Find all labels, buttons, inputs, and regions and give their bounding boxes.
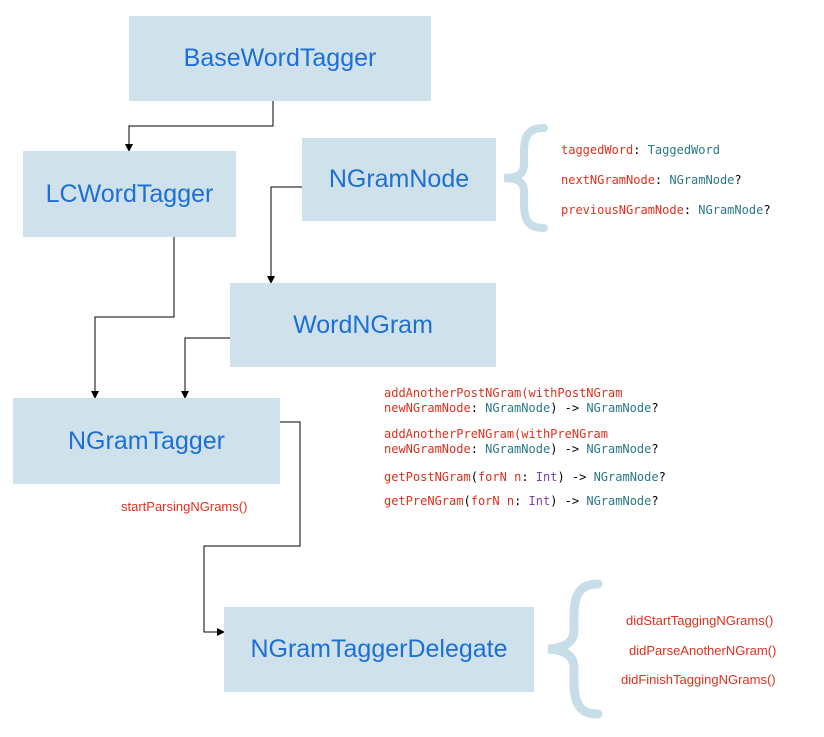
- delegate-method-did-parse: didParseAnotherNGram(): [629, 643, 777, 658]
- prop-next-ngram-node: nextNGramNode: NGramNode?: [561, 173, 742, 188]
- method-param: newNGramNode: [384, 442, 471, 456]
- method-return-type: NGramNode: [586, 401, 652, 415]
- prop-sep: :: [683, 203, 699, 217]
- method-label: forN: [477, 470, 507, 484]
- ngram-tagger-box: NGramTagger: [13, 398, 280, 484]
- arrow-base-to-lc: [125, 101, 274, 152]
- word-ngram-label: WordNGram: [293, 310, 433, 339]
- ngram-node-box: NGramNode: [302, 138, 496, 221]
- ngram-node-brace-icon: [503, 124, 548, 232]
- prop-suffix: ?: [734, 173, 742, 187]
- ngram-node-label: NGramNode: [328, 165, 470, 193]
- method-param-type: NGramNode: [485, 442, 551, 456]
- prop-type: NGramNode: [669, 173, 735, 187]
- delegate-method-did-start: didStartTaggingNGrams(): [626, 613, 774, 628]
- prop-type: TaggedWord: [647, 143, 720, 157]
- ngram-tagger-label: NGramTagger: [68, 426, 225, 455]
- prop-tagged-word: taggedWord: TaggedWord: [561, 143, 720, 158]
- method-param: n: [514, 470, 522, 484]
- method-signature: addAnotherPreNGram(withPreNGram: [384, 427, 608, 441]
- prop-type: NGramNode: [698, 203, 764, 217]
- delegate-method-did-finish: didFinishTaggingNGrams(): [621, 672, 776, 687]
- method-name: getPostNGram: [384, 470, 471, 484]
- arrow-ngramnode-to-wordngram: [267, 186, 302, 284]
- base-word-tagger-label: BaseWordTagger: [183, 44, 377, 72]
- method-label: forN: [470, 494, 500, 508]
- prop-name: nextNGramNode: [561, 173, 655, 187]
- method-add-another-post-ngram: addAnotherPostNGram(withPostNGram newNGr…: [384, 386, 659, 415]
- method-param-type: NGramNode: [485, 401, 551, 415]
- method-return-type: NGramNode: [593, 470, 659, 484]
- lc-word-tagger-box: LCWordTagger: [23, 151, 236, 237]
- method-get-post-ngram: getPostNGram(forN n: Int) -> NGramNode?: [384, 470, 666, 484]
- ngram-tagger-delegate-box: NGramTaggerDelegate: [224, 607, 534, 692]
- prop-sep: :: [654, 173, 670, 187]
- method-param: n: [506, 494, 515, 508]
- prop-suffix: ?: [763, 203, 771, 217]
- method-return-type: NGramNode: [586, 494, 652, 508]
- method-name: getPreNGram: [384, 494, 464, 508]
- arrow-wordngram-to-ngramtagger: [181, 337, 230, 399]
- prop-name: taggedWord: [561, 143, 634, 157]
- ngram-tagger-delegate-label: NGramTaggerDelegate: [250, 635, 508, 663]
- delegate-brace-icon: [547, 579, 603, 719]
- method-param-type: Int: [528, 494, 551, 508]
- base-word-tagger-box: BaseWordTagger: [129, 16, 431, 101]
- method-get-pre-ngram: getPreNGram(forN n: Int) -> NGramNode?: [384, 494, 659, 508]
- arrow-ngramtagger-to-delegate: [203, 421, 301, 636]
- method-param-type: Int: [535, 470, 558, 484]
- prop-sep: :: [633, 143, 648, 157]
- method-param: newNGramNode: [384, 401, 471, 415]
- method-add-another-pre-ngram: addAnotherPreNGram(withPreNGram newNGram…: [384, 427, 659, 456]
- arrow-lc-to-ngramtagger: [91, 237, 175, 399]
- method-signature: addAnotherPostNGram(withPostNGram: [384, 386, 623, 400]
- word-ngram-box: WordNGram: [230, 283, 496, 367]
- lc-word-tagger-label: LCWordTagger: [45, 179, 214, 208]
- method-return-type: NGramNode: [586, 442, 652, 456]
- prop-previous-ngram-node: previousNGramNode: NGramNode?: [561, 203, 771, 218]
- method-start-parsing-ngrams: startParsingNGrams(): [121, 499, 248, 514]
- prop-name: previousNGramNode: [561, 203, 684, 217]
